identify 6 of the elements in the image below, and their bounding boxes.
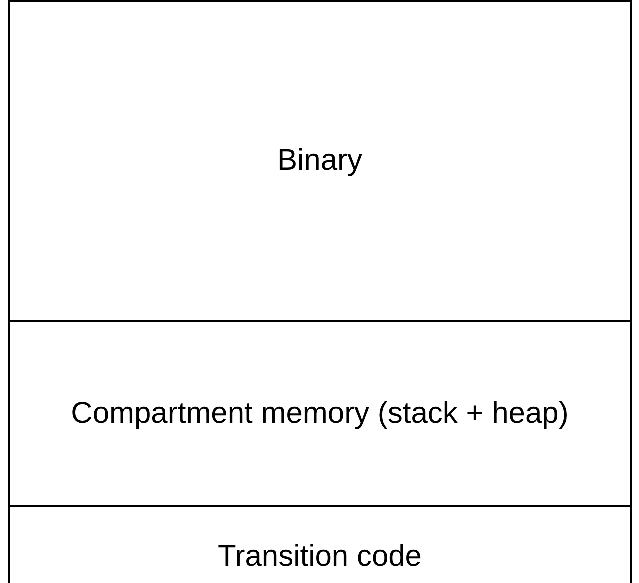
memory-section <box>8 0 632 322</box>
memory-section <box>8 505 632 583</box>
memory-section <box>8 320 632 507</box>
section-label: Binary <box>277 143 363 179</box>
section-label: Compartment memory (stack + heap) <box>71 396 569 432</box>
section-label: Transition code <box>218 539 422 575</box>
